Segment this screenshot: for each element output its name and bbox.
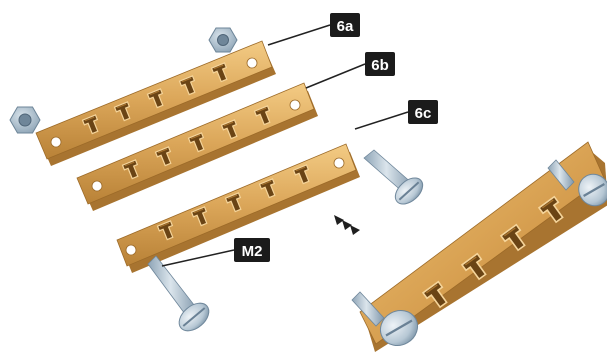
hex-nut-top — [208, 27, 238, 53]
callout-6b-label: 6b — [371, 57, 389, 74]
assembly-direction-arrows-icon — [334, 215, 360, 235]
assembled-screw-head-left — [379, 309, 419, 347]
assembled-terminal-block — [351, 141, 607, 352]
contact-plate-6b — [76, 82, 318, 211]
callout-6c-label: 6c — [415, 105, 432, 122]
screw-m2 — [147, 255, 210, 332]
callout-m2: M2 — [161, 238, 270, 267]
callout-6a-label: 6a — [337, 18, 354, 35]
callout-6c: 6c — [354, 100, 438, 130]
callout-m2-label: M2 — [242, 243, 263, 260]
screw-right — [363, 149, 424, 205]
contact-plate-6c — [116, 143, 360, 273]
callout-6a: 6a — [267, 13, 360, 46]
callout-6b: 6b — [305, 52, 395, 89]
contact-plate-6a — [35, 40, 276, 166]
hex-nut-left — [9, 106, 41, 134]
